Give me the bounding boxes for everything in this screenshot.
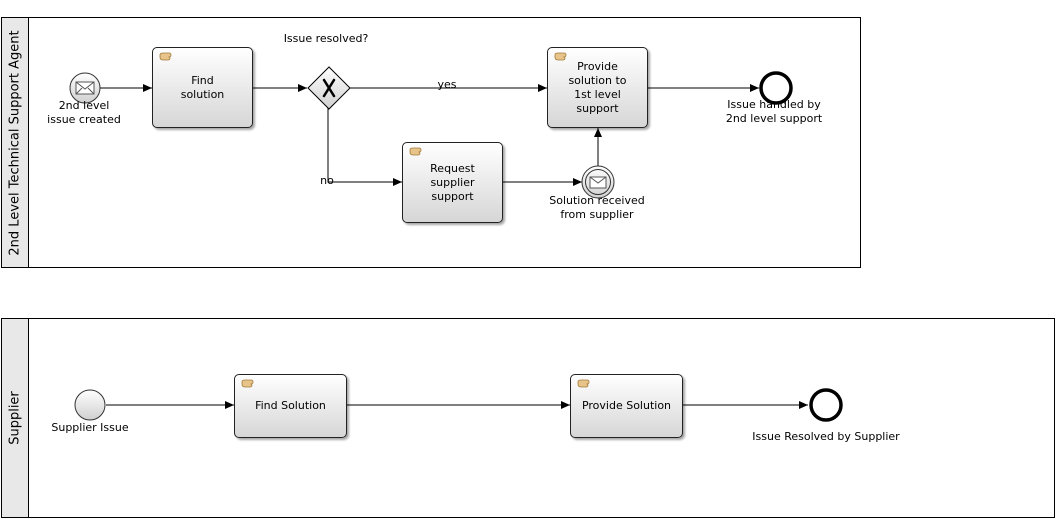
intermediate-event-solution-received[interactable] (581, 165, 615, 199)
end-event-issue-resolved-supplier[interactable] (809, 388, 843, 422)
x-icon (322, 78, 336, 98)
task-supplier-find-solution[interactable]: Find Solution (234, 374, 347, 438)
task-label: Provide Solution (581, 399, 672, 412)
flow-label-yes: yes (437, 78, 457, 91)
hand-icon (554, 52, 567, 61)
task-provide-solution-1st-level[interactable]: Provide solution to 1st level support (547, 47, 648, 128)
flow-label-no: no (320, 174, 334, 187)
event-label-supplier-issue: Supplier Issue (51, 421, 129, 434)
event-label-issue-handled: Issue handled by 2nd level support (725, 98, 823, 125)
hand-icon (241, 379, 254, 388)
exclusive-gateway[interactable] (307, 66, 351, 110)
task-find-solution[interactable]: Find solution (152, 47, 253, 128)
pool-supplier: Supplier (1, 318, 1055, 518)
hand-icon (577, 379, 590, 388)
envelope-icon (589, 176, 607, 189)
flow-gateway-no[interactable] (327, 108, 402, 186)
task-label: Find solution (180, 73, 225, 101)
hand-icon (159, 52, 172, 61)
envelope-icon (75, 81, 95, 95)
hand-icon (409, 147, 422, 156)
pool-header-supplier: Supplier (2, 319, 29, 517)
task-label: Provide solution to 1st level support (568, 59, 627, 115)
gateway-label: Issue resolved? (283, 32, 369, 45)
pool-header-support-agent: 2nd Level Technical Support Agent (2, 18, 29, 267)
task-label: Request supplier support (430, 161, 475, 203)
start-event-issue-created[interactable] (69, 72, 101, 104)
end-event-issue-handled[interactable] (759, 71, 793, 105)
task-request-supplier-support[interactable]: Request supplier support (402, 142, 503, 223)
event-label-solution-received: Solution received from supplier (549, 194, 645, 221)
task-supplier-provide-solution[interactable]: Provide Solution (570, 374, 683, 438)
event-label-issue-created: 2nd level issue created (47, 99, 121, 126)
start-event-supplier-issue[interactable] (74, 389, 106, 421)
event-label-issue-resolved-supplier: Issue Resolved by Supplier (752, 430, 900, 443)
task-label: Find Solution (255, 399, 326, 412)
